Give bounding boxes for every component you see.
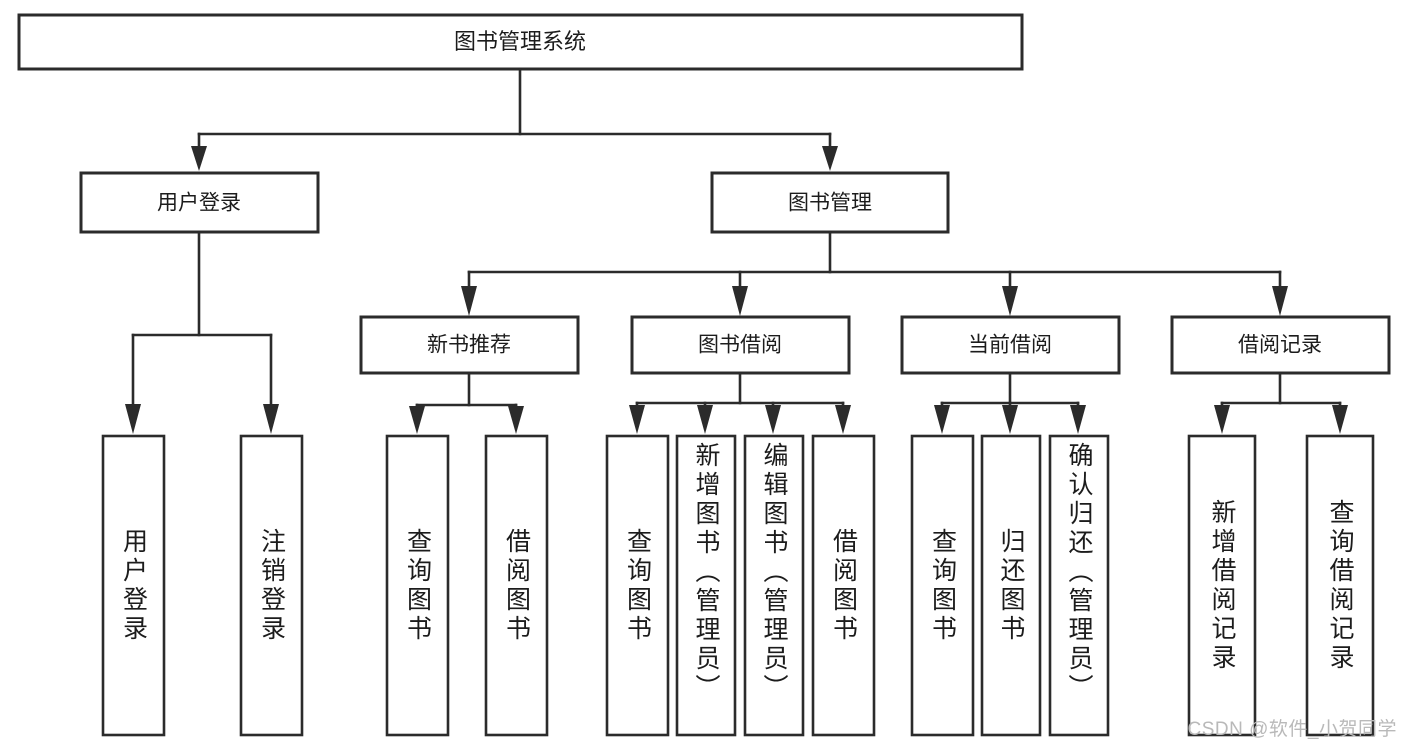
arrow-book-manage bbox=[822, 146, 838, 171]
leaf-box-confirm-return[interactable] bbox=[1048, 434, 1110, 737]
node-current-borrow[interactable]: 当前借阅 bbox=[900, 315, 1121, 375]
new-book-rec-box[interactable] bbox=[359, 315, 580, 375]
arrow-c3 bbox=[1070, 405, 1086, 434]
arrow-n1 bbox=[409, 406, 425, 434]
arrow-l3-2 bbox=[732, 286, 748, 316]
leaf-box-logout[interactable] bbox=[239, 434, 304, 737]
book-borrow-label: 图书借阅 bbox=[698, 334, 782, 357]
node-user-login[interactable]: 用户登录 bbox=[79, 171, 320, 234]
leaf-box-query-book-2[interactable] bbox=[605, 434, 670, 737]
current-borrow-label: 当前借阅 bbox=[968, 334, 1052, 357]
leaf-box-edit-book[interactable] bbox=[743, 434, 805, 737]
arrow-l3-4 bbox=[1272, 286, 1288, 316]
leaf-box-borrow-book-2[interactable] bbox=[811, 434, 876, 737]
leaf-box-query-book-3[interactable] bbox=[910, 434, 975, 737]
root-label: 图书管理系统 bbox=[454, 29, 586, 54]
new-book-rec-label: 新书推荐 bbox=[427, 334, 511, 357]
arrow-r2 bbox=[1332, 405, 1348, 434]
user-login-label: 用户登录 bbox=[157, 192, 241, 215]
leaf-box-borrow-book-1[interactable] bbox=[484, 434, 549, 737]
csdn-watermark: CSDN @软件_小贺同学 bbox=[1187, 719, 1397, 740]
connector-borrow-record-children bbox=[1214, 371, 1348, 434]
arrow-l3-3 bbox=[1002, 286, 1018, 316]
book-manage-label: 图书管理 bbox=[788, 192, 872, 215]
connector-new-book-rec-children bbox=[409, 371, 524, 434]
node-book-borrow[interactable]: 图书借阅 bbox=[630, 315, 851, 375]
leaf-box-add-record[interactable] bbox=[1187, 434, 1257, 737]
leaf-box-add-book[interactable] bbox=[675, 434, 737, 737]
root-box[interactable] bbox=[17, 13, 1024, 71]
arrow-user-login bbox=[191, 146, 207, 171]
arrow-c1 bbox=[934, 405, 950, 434]
connector-user-login-children bbox=[125, 230, 279, 434]
arrow-l3-1 bbox=[461, 286, 477, 316]
arrow-r1 bbox=[1214, 405, 1230, 434]
arrow-c2 bbox=[1002, 405, 1018, 434]
node-borrow-record[interactable]: 借阅记录 bbox=[1170, 315, 1391, 375]
arrow-b2 bbox=[697, 405, 713, 434]
book-borrow-box[interactable] bbox=[630, 315, 851, 375]
leaf-box-query-book-1[interactable] bbox=[385, 434, 450, 737]
book-manage-box[interactable] bbox=[710, 171, 950, 234]
borrow-record-box[interactable] bbox=[1170, 315, 1391, 375]
current-borrow-box[interactable] bbox=[900, 315, 1121, 375]
connector-root-to-level2 bbox=[191, 67, 838, 171]
node-new-book-rec[interactable]: 新书推荐 bbox=[359, 315, 580, 375]
leaf-box-user-login[interactable] bbox=[101, 434, 166, 737]
leaf-box-query-record[interactable] bbox=[1305, 434, 1375, 737]
borrow-record-label: 借阅记录 bbox=[1238, 334, 1322, 357]
connector-book-manage-children bbox=[461, 230, 1288, 316]
arrow-u1 bbox=[125, 404, 141, 434]
arrow-b1 bbox=[629, 405, 645, 434]
arrow-u2 bbox=[263, 404, 279, 434]
arrow-n2 bbox=[508, 406, 524, 434]
node-book-manage[interactable]: 图书管理 bbox=[710, 171, 950, 234]
arrow-b3 bbox=[765, 405, 781, 434]
connector-book-borrow-children bbox=[629, 371, 851, 434]
node-root[interactable]: 图书管理系统 bbox=[17, 13, 1024, 71]
leaf-box-return-book[interactable] bbox=[980, 434, 1042, 737]
connector-current-borrow-children bbox=[934, 371, 1086, 434]
arrow-b4 bbox=[835, 405, 851, 434]
